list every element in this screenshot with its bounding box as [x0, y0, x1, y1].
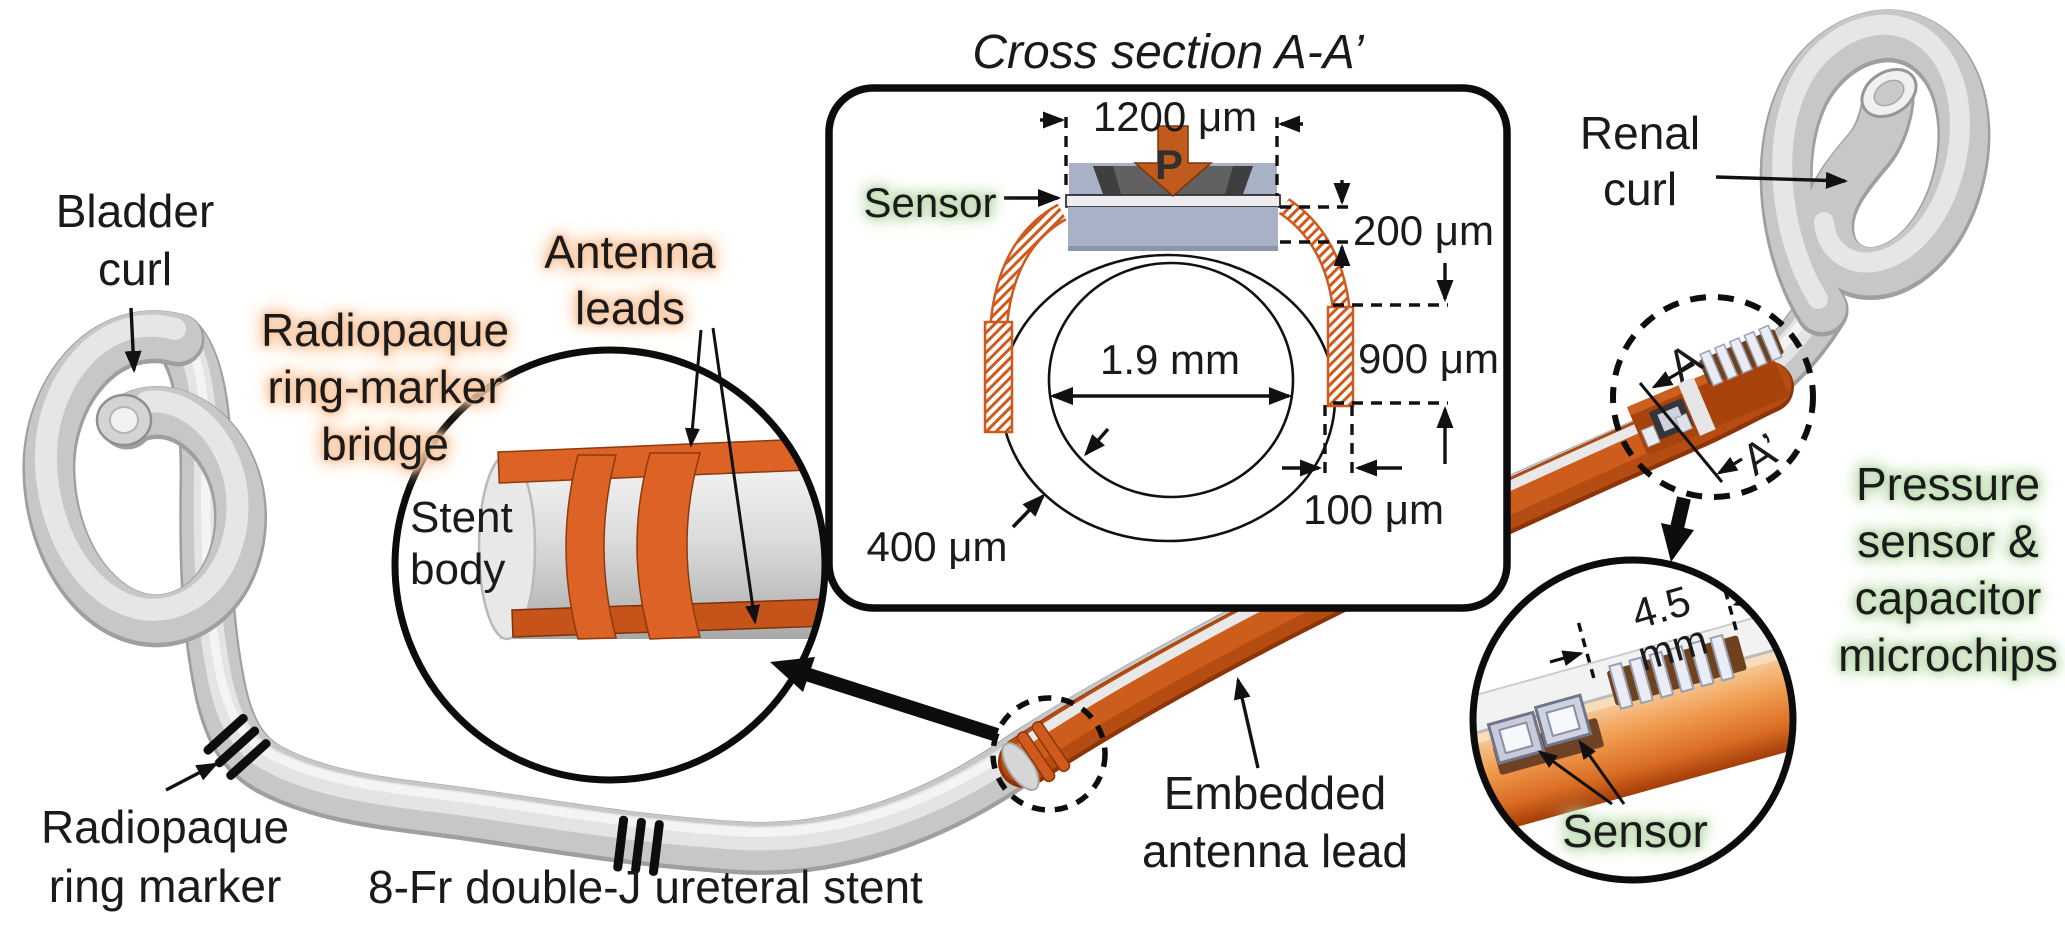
zoom-arrow-to-sensor-inset: [1661, 496, 1694, 562]
antenna-lead-arrow-1: [684, 329, 703, 448]
bladder-curl-label: Bladder curl: [55, 185, 215, 295]
ring-marker-bridge-band-1: [565, 454, 617, 640]
embedded-lead-label: Embedded antenna lead: [1141, 767, 1409, 877]
capacitor-chip: [1709, 633, 1735, 682]
ring-marker-bridge-on-stent: [1001, 721, 1071, 791]
sensor-inset-border: [1469, 556, 1797, 884]
antenna-leads-label: Antenna leads: [544, 226, 716, 334]
bladder-curl: [22, 310, 267, 648]
zoom-arrow-to-left-inset: [770, 657, 1000, 742]
ring-bridge-section-right: [1326, 305, 1355, 408]
stent-lumen: [1047, 261, 1295, 499]
section-aa-dashed-circle: [1610, 294, 1816, 500]
capacitor-chip: [1608, 661, 1634, 710]
dim-200um-label: 200 μm: [1353, 207, 1494, 254]
antenna-lead-arrow-2: [711, 327, 761, 625]
radiopaque-ring-marker-set-2: [613, 815, 664, 876]
wall-thickness-pointer: [1011, 493, 1046, 529]
sensor-cross-label: Sensor: [863, 179, 997, 226]
radiopaque-marker-label: Radiopaque ring marker: [40, 801, 290, 912]
sensor-inset: [1473, 560, 1793, 880]
ring-bridge-section-left: [983, 320, 1014, 434]
bridge-zoom-dashed-circle: [990, 695, 1108, 813]
dim-400um-label: 400 μm: [866, 523, 1008, 570]
renal-curl-label: Renal curl: [1579, 107, 1701, 215]
ring-marker-bridge-band-2: [636, 452, 701, 640]
radiopaque-marker-arrow: [165, 762, 219, 792]
stent-body-inset-border: [391, 346, 829, 784]
section-a-prime-arrow: [1716, 456, 1743, 475]
dim-100um-label: 100 μm: [1303, 486, 1444, 533]
stent-body-label: Stent body: [410, 493, 513, 594]
dim-19mm-label: 1.9 mm: [1099, 336, 1241, 383]
sensor-chips-on-stent: [1626, 324, 1789, 455]
section-a-arrow: [1651, 362, 1695, 389]
capacitor-chip: [1628, 656, 1655, 705]
pressure-arrow: [1132, 125, 1214, 197]
stent-name-label: 8-Fr double-J ureteral stent: [368, 861, 923, 913]
capacitor-chip: [1688, 639, 1715, 688]
bladder-curl-arrow: [124, 307, 142, 374]
sensor-pointer-arrow-1: [1537, 750, 1613, 806]
section-line: [1638, 382, 1724, 483]
renal-curl-arrow: [1715, 171, 1849, 189]
renal-curl: [1759, 9, 1991, 337]
chip-base-layer: [1068, 207, 1278, 251]
pressure-chips-label: Pressure sensor & capacitor microchips: [1838, 458, 2058, 681]
dim-900um-label: 900 μm: [1358, 335, 1499, 382]
capacitor-chip: [1648, 650, 1675, 699]
cross-section-title: Cross section A-A’: [972, 26, 1364, 79]
pressure-p-label: P: [1154, 141, 1183, 188]
sensor-pointer-arrow-2: [1578, 739, 1626, 805]
sensor-bottom-label: Sensor: [1562, 805, 1708, 857]
capacitor-chip: [1668, 645, 1695, 694]
embedded-lead-arrow: [1233, 677, 1260, 769]
radiopaque-ring-marker-set-1: [203, 713, 271, 780]
inner-wall-pointer: [1083, 427, 1110, 457]
cross-section-inset: [825, 84, 1511, 612]
copper-stent-tube: [1473, 639, 1793, 843]
radiopaque-bridge-label: Radiopaque ring-marker bridge: [260, 304, 510, 470]
dim-1200um-label: 1200 μm: [1092, 93, 1258, 140]
dim-45mm-arrow-left: [1549, 650, 1584, 666]
